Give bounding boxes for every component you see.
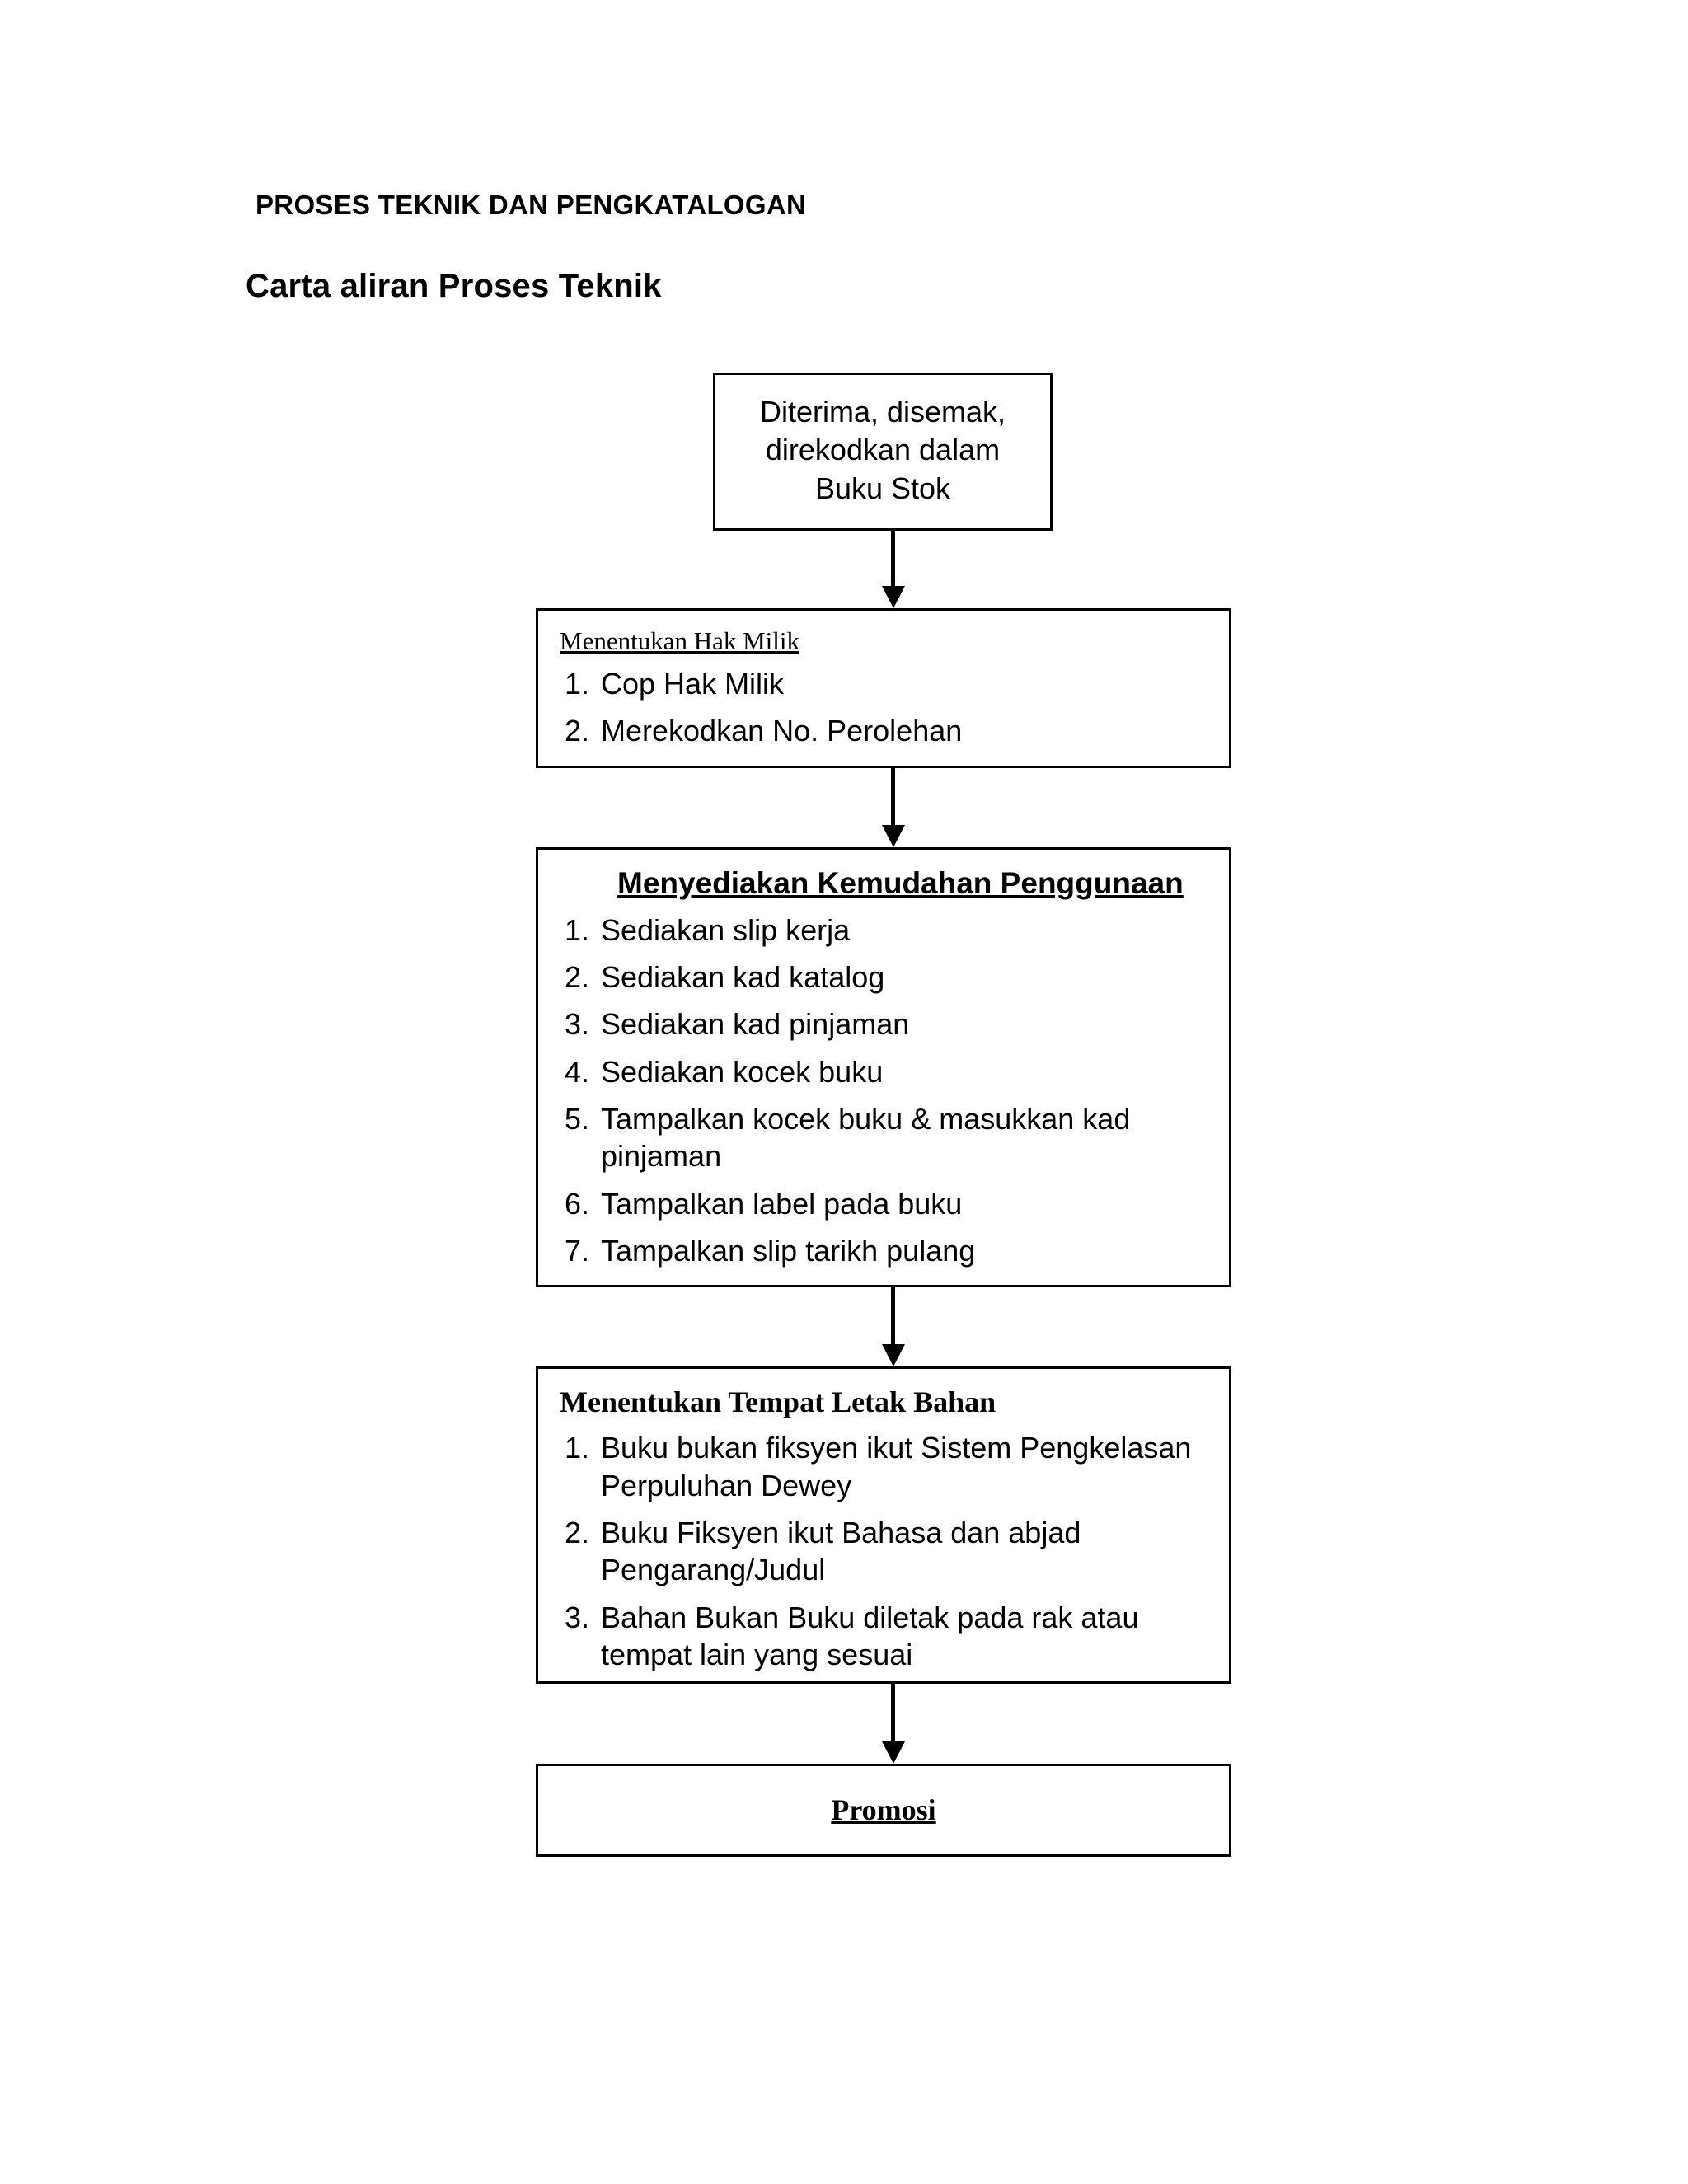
connector-arrow-1 — [882, 531, 905, 608]
flow-node-promosi: Promosi — [536, 1764, 1231, 1857]
list-item: 2. Merekodkan No. Perolehan — [538, 712, 1229, 749]
arrow-head-icon — [882, 586, 905, 608]
flow-node-hak-milik-heading: Menentukan Hak Milik — [560, 626, 800, 655]
flow-node-tempat-letak-list: 1. Buku bukan fiksyen ikut Sistem Pengke… — [538, 1429, 1229, 1673]
list-item: 5. Tampalkan kocek buku & masukkan kad p… — [538, 1100, 1229, 1175]
list-item: 7. Tampalkan slip tarikh pulang — [538, 1232, 1229, 1269]
list-item-label: Cop Hak Milik — [601, 667, 785, 701]
list-item-label: Tampalkan label pada buku — [601, 1186, 963, 1221]
list-item-number: 3. — [564, 1007, 589, 1042]
arrow-head-icon — [882, 1344, 905, 1366]
list-item-number: 1. — [564, 912, 589, 947]
flow-node-terminal: Diterima, disemak, direkodkan dalam Buku… — [713, 373, 1053, 531]
flow-node-hak-milik: Menentukan Hak Milik 1. Cop Hak Milik 2.… — [536, 608, 1231, 768]
flow-node-hak-milik-list: 1. Cop Hak Milik 2. Merekodkan No. Perol… — [538, 665, 1229, 750]
connector-arrow-4 — [882, 1684, 905, 1764]
list-item: 2. Sediakan kad katalog — [538, 958, 1229, 996]
list-item-number: 2. — [564, 959, 589, 994]
list-item: 1. Sediakan slip kerja — [538, 912, 1229, 949]
list-item: 3. Sediakan kad pinjaman — [538, 1005, 1229, 1043]
page-title: PROSES TEKNIK DAN PENGKATALOGAN — [256, 190, 807, 220]
list-item-label: Buku Fiksyen ikut Bahasa dan abjad Penga… — [601, 1516, 1081, 1587]
list-item-number: 2. — [564, 714, 589, 748]
arrow-head-icon — [882, 1741, 905, 1764]
flow-node-kemudahan-heading: Menyediakan Kemudahan Penggunaan — [617, 866, 1184, 900]
list-item-number: 3. — [564, 1600, 589, 1634]
list-item: 2. Buku Fiksyen ikut Bahasa dan abjad Pe… — [538, 1514, 1229, 1589]
list-item: 6. Tampalkan label pada buku — [538, 1185, 1229, 1222]
list-item-label: Sediakan slip kerja — [601, 912, 851, 947]
list-item-label: Tampalkan kocek buku & masukkan kad pinj… — [601, 1101, 1131, 1174]
list-item-number: 7. — [564, 1234, 589, 1268]
list-item-number: 4. — [564, 1054, 589, 1089]
list-item-label: Sediakan kocek buku — [601, 1054, 884, 1089]
list-item-number: 1. — [564, 667, 589, 701]
list-item: 1. Cop Hak Milik — [538, 665, 1229, 702]
arrow-head-icon — [882, 825, 905, 847]
list-item: 4. Sediakan kocek buku — [538, 1053, 1229, 1090]
arrow-shaft — [891, 1287, 895, 1344]
flow-node-tempat-letak-heading: Menentukan Tempat Letak Bahan — [560, 1385, 996, 1418]
connector-arrow-3 — [882, 1287, 905, 1366]
list-item-label: Merekodkan No. Perolehan — [601, 714, 963, 748]
list-item-number: 5. — [564, 1101, 589, 1136]
list-item-number: 6. — [564, 1186, 589, 1221]
list-item-label: Buku bukan fiksyen ikut Sistem Pengkelas… — [601, 1431, 1192, 1502]
list-item-label: Sediakan kad pinjaman — [601, 1007, 910, 1042]
list-item-number: 1. — [564, 1431, 589, 1465]
list-item-label: Bahan Bukan Buku diletak pada rak atau t… — [601, 1600, 1139, 1672]
arrow-shaft — [891, 768, 895, 825]
list-item-label: Sediakan kad katalog — [601, 959, 885, 994]
page-subtitle: Carta aliran Proses Teknik — [246, 268, 662, 304]
list-item-label: Tampalkan slip tarikh pulang — [601, 1234, 976, 1268]
arrow-shaft — [891, 531, 895, 586]
flow-node-promosi-heading: Promosi — [831, 1793, 936, 1826]
arrow-shaft — [891, 1684, 895, 1741]
flow-node-kemudahan: Menyediakan Kemudahan Penggunaan 1. Sedi… — [536, 847, 1231, 1287]
list-item: 1. Buku bukan fiksyen ikut Sistem Pengke… — [538, 1429, 1229, 1504]
connector-arrow-2 — [882, 768, 905, 847]
flow-node-tempat-letak: Menentukan Tempat Letak Bahan 1. Buku bu… — [536, 1366, 1231, 1684]
flow-node-kemudahan-list: 1. Sediakan slip kerja 2. Sediakan kad k… — [538, 912, 1229, 1270]
flow-node-terminal-text: Diterima, disemak, direkodkan dalam Buku… — [759, 395, 1006, 505]
list-item: 3. Bahan Bukan Buku diletak pada rak ata… — [538, 1599, 1229, 1674]
list-item-number: 2. — [564, 1516, 589, 1550]
